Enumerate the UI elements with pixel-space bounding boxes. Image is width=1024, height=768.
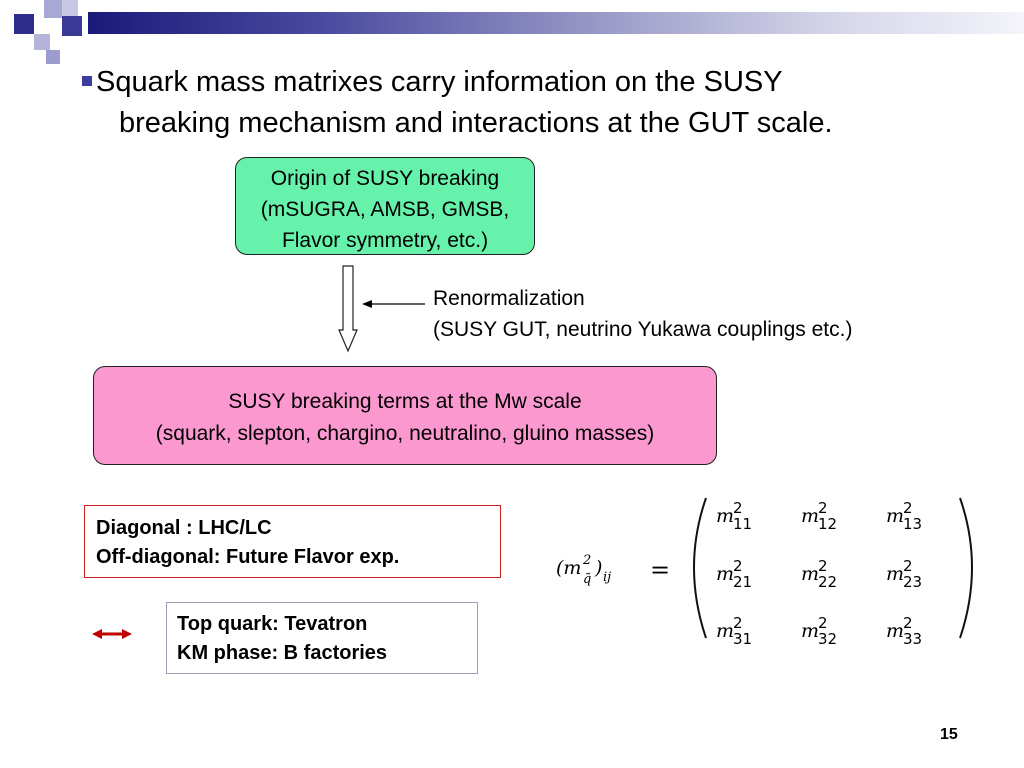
header-square-light-1 <box>44 0 62 18</box>
header-square-dark-1 <box>14 14 34 34</box>
matrix-entry-base: m <box>716 620 734 642</box>
matrix-entry-base: m <box>716 563 734 585</box>
left-pointer-arrow-icon <box>362 300 425 308</box>
bullet-paragraph: Squark mass matrixes carry information o… <box>82 62 982 144</box>
hollow-down-arrow-icon <box>338 265 358 353</box>
top-quark-box: Top quark: Tevatron KM phase: B factorie… <box>166 602 478 674</box>
matrix-entry-base: m <box>801 620 819 642</box>
lhs-close: ) <box>594 557 602 579</box>
matrix-entry-sup: 2 <box>733 499 743 517</box>
diagonal-measurements-box: Diagonal : LHC/LC Off-diagonal: Future F… <box>84 505 501 578</box>
origin-box-line-2: (mSUGRA, AMSB, GMSB, <box>260 198 510 221</box>
matrix-entry-sup: 2 <box>818 557 828 575</box>
diagonal-box-line-1: Diagonal : LHC/LC <box>96 517 272 539</box>
mw-box-line-1: SUSY breaking terms at the Mw scale <box>228 390 582 413</box>
origin-of-susy-breaking-box: Origin of SUSY breaking (mSUGRA, AMSB, G… <box>235 157 535 255</box>
matrix-entry-sub: 33 <box>903 630 922 648</box>
matrix-entry-sup: 2 <box>818 499 828 517</box>
matrix-entry-sup: 2 <box>818 614 828 632</box>
matrix-entry-base: m <box>886 620 904 642</box>
matrix-entry-base: m <box>801 563 819 585</box>
matrix-entry-sub: 11 <box>733 515 752 533</box>
matrix-entry-sub: 23 <box>903 573 922 591</box>
lhs-index: ij <box>603 570 611 585</box>
lhs-sup: 2 <box>582 553 591 568</box>
equals-sign: = <box>650 556 670 584</box>
matrix-entry-sub: 12 <box>818 515 837 533</box>
top-box-line-1: Top quark: Tevatron <box>177 613 368 635</box>
diagonal-box-line-2: Off-diagonal: Future Flavor exp. <box>96 546 400 568</box>
matrix-entry-base: m <box>716 505 734 527</box>
lhs-sub: q̃ <box>583 572 591 587</box>
mw-box-line-2: (squark, slepton, chargino, neutralino, … <box>155 422 655 445</box>
matrix-entry-sub: 21 <box>733 573 752 591</box>
matrix-entry-sub: 13 <box>903 515 922 533</box>
matrix-entry-sup: 2 <box>733 557 743 575</box>
page-number: 15 <box>940 726 958 743</box>
bullet-line-1: Squark mass matrixes carry information o… <box>96 66 783 98</box>
header-square-dark-2 <box>62 16 82 36</box>
matrix-left-paren <box>693 497 707 639</box>
renormalization-label: Renormalization (SUSY GUT, neutrino Yuka… <box>433 283 852 345</box>
matrix-lhs: (m 2 q̃ ) ij <box>556 553 611 587</box>
matrix-entry-base: m <box>886 563 904 585</box>
matrix-entry-sub: 31 <box>733 630 752 648</box>
bullet-line-2: breaking mechanism and interactions at t… <box>119 107 833 139</box>
matrix-entry-sub: 22 <box>818 573 837 591</box>
renormalization-line-1: Renormalization <box>433 287 585 310</box>
matrix-entry-sub: 32 <box>818 630 837 648</box>
top-box-line-2: KM phase: B factories <box>177 642 388 664</box>
mw-scale-box: SUSY breaking terms at the Mw scale (squ… <box>93 366 717 465</box>
matrix-entry-sup: 2 <box>903 557 913 575</box>
square-bullet-icon <box>82 76 92 86</box>
matrix-entry-sup: 2 <box>903 614 913 632</box>
matrix-entry-sup: 2 <box>733 614 743 632</box>
header-square-light-4 <box>46 50 60 64</box>
header-square-light-3 <box>34 34 50 50</box>
matrix-entry-base: m <box>886 505 904 527</box>
lhs-open: (m <box>556 557 581 579</box>
double-arrow-icon <box>92 629 132 639</box>
header-square-light-2 <box>62 0 78 16</box>
matrix-entry-base: m <box>801 505 819 527</box>
matrix-right-paren <box>959 497 973 639</box>
renormalization-line-2: (SUSY GUT, neutrino Yukawa couplings etc… <box>433 318 853 341</box>
header-gradient-bar <box>88 12 1024 34</box>
origin-box-line-3: Flavor symmetry, etc.) <box>281 229 489 252</box>
origin-box-line-1: Origin of SUSY breaking <box>270 167 500 190</box>
matrix-entry-sup: 2 <box>903 499 913 517</box>
